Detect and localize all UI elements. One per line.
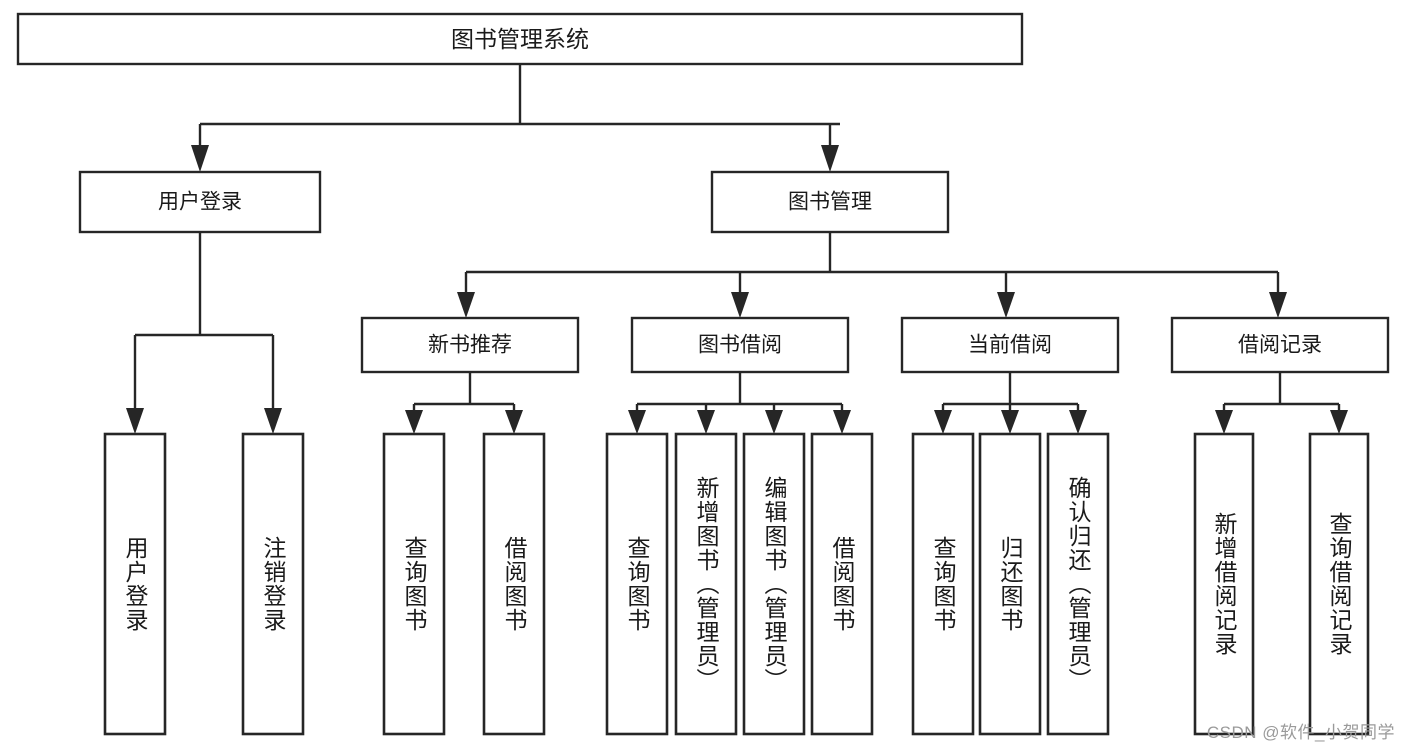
node-root-box <box>16 12 1024 66</box>
arrow-head-icon <box>505 410 523 434</box>
arrow-head-icon <box>731 292 749 318</box>
leaf-box-currentborrow-return[interactable] <box>978 432 1042 736</box>
node-book-borrow-box <box>630 316 850 374</box>
node-borrow-records-box <box>1170 316 1390 374</box>
leaf-box-user-login-login[interactable] <box>103 432 167 736</box>
leaf-box-records-add[interactable] <box>1193 432 1255 736</box>
arrow-head-icon <box>264 408 282 434</box>
arrow-head-icon <box>821 145 839 172</box>
node-new-book-recommend-label: 新书推荐 <box>428 334 512 357</box>
connector-currentborrow-to-leaves <box>934 372 1087 434</box>
node-borrow-records[interactable]: 借阅记录 <box>1170 316 1390 374</box>
node-root-book-management-system[interactable]: 图书管理系统 <box>16 12 1024 66</box>
connector-borrowrecords-to-leaves <box>1215 372 1348 434</box>
leaf-box-bookborrow-query[interactable] <box>605 432 669 736</box>
node-root-label: 图书管理系统 <box>451 26 589 52</box>
node-new-book-recommend[interactable]: 新书推荐 <box>360 316 580 374</box>
arrow-head-icon <box>1001 410 1019 434</box>
arrow-head-icon <box>628 410 646 434</box>
arrow-head-icon <box>1069 410 1087 434</box>
arrow-head-icon <box>126 408 144 434</box>
node-borrow-records-label: 借阅记录 <box>1238 334 1322 357</box>
leaf-box-newbook-query[interactable] <box>382 432 446 736</box>
leaf-box-bookborrow-edit[interactable] <box>742 432 806 736</box>
node-user-login[interactable]: 用户登录 <box>78 170 322 234</box>
node-book-management-label: 图书管理 <box>788 191 872 214</box>
node-current-borrow[interactable]: 当前借阅 <box>900 316 1120 374</box>
connector-bookborrow-to-leaves <box>628 372 851 434</box>
leaf-box-newbook-borrow[interactable] <box>482 432 546 736</box>
node-current-borrow-box <box>900 316 1120 374</box>
arrow-head-icon <box>765 410 783 434</box>
arrow-head-icon <box>997 292 1015 318</box>
node-book-management[interactable]: 图书管理 <box>710 170 950 234</box>
connector-newbook-to-leaves <box>405 372 523 434</box>
arrow-head-icon <box>1215 410 1233 434</box>
leaf-box-records-query[interactable] <box>1308 432 1370 736</box>
arrow-head-icon <box>833 410 851 434</box>
arrow-head-icon <box>191 145 209 172</box>
node-current-borrow-label: 当前借阅 <box>968 334 1052 357</box>
arrow-head-icon <box>405 410 423 434</box>
node-book-management-box <box>710 170 950 234</box>
leaf-box-currentborrow-query[interactable] <box>911 432 975 736</box>
node-user-login-label: 用户登录 <box>158 191 242 214</box>
node-book-borrow-label: 图书借阅 <box>698 334 782 357</box>
leaf-box-currentborrow-confirm[interactable] <box>1046 432 1110 736</box>
connector-userlogin-to-leaves <box>126 232 282 434</box>
arrow-head-icon <box>1330 410 1348 434</box>
arrow-head-icon <box>697 410 715 434</box>
leaf-box-user-login-logout[interactable] <box>241 432 305 736</box>
arrow-head-icon <box>1269 292 1287 318</box>
arrow-head-icon <box>457 292 475 318</box>
connector-bookmgmt-to-level3 <box>457 232 1287 318</box>
connector-root-to-level2 <box>191 64 840 172</box>
node-new-book-recommend-box <box>360 316 580 374</box>
watermark-text: CSDN @软件_小贺同学 <box>1206 723 1395 742</box>
node-book-borrow[interactable]: 图书借阅 <box>630 316 850 374</box>
leaf-box-bookborrow-borrow[interactable] <box>810 432 874 736</box>
node-user-login-box <box>78 170 322 234</box>
leaf-box-bookborrow-add[interactable] <box>674 432 738 736</box>
arrow-head-icon <box>934 410 952 434</box>
